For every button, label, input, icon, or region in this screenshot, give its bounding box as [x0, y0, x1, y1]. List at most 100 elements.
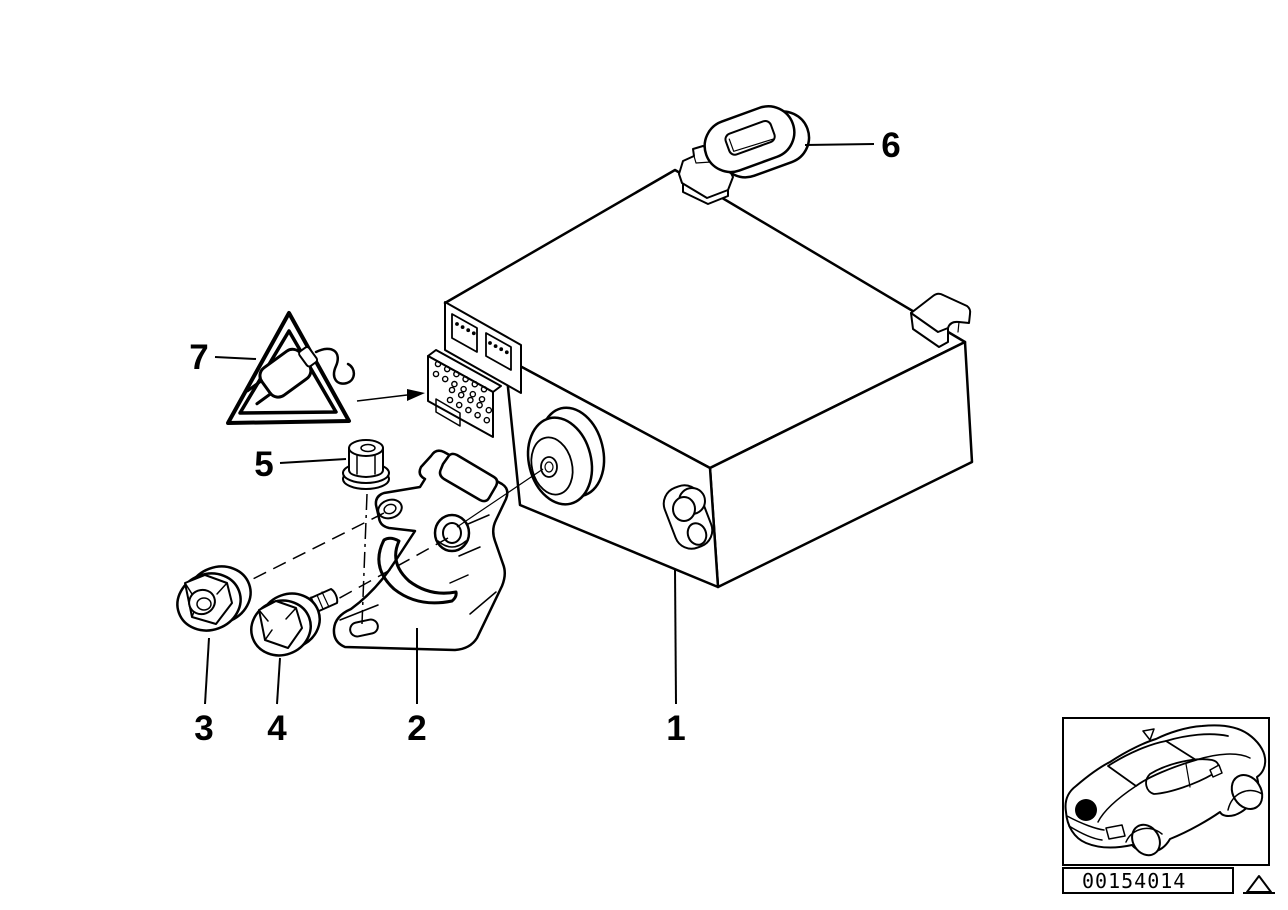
leader-5: [279, 458, 347, 464]
line-art-detail: [460, 385, 467, 393]
line-art-detail: [1165, 733, 1229, 742]
line-art-detail: [407, 389, 425, 401]
callout-4[interactable]: 4: [267, 709, 287, 748]
line-art-detail: [433, 513, 471, 553]
line-art-detail: [360, 443, 376, 453]
bracket-outline: [332, 449, 509, 652]
callout-1[interactable]: 1: [666, 709, 685, 748]
line-art-detail: [480, 385, 488, 393]
line-art-detail: [728, 138, 774, 152]
line-art-detail: [453, 370, 460, 378]
line-art-detail: [448, 386, 456, 394]
line-art-detail: [1125, 789, 1263, 843]
bracket-collar: [433, 513, 471, 553]
leader-4: [276, 657, 281, 705]
line-art-detail: [383, 503, 397, 515]
line-art-detail: [474, 411, 481, 419]
line-art-detail: [476, 401, 483, 409]
collar-nut-axis-line: [361, 493, 368, 625]
connector-sockets: [444, 301, 522, 394]
image-id-text: 00154014: [1082, 869, 1186, 893]
line-art-detail: [455, 401, 463, 409]
callout-2[interactable]: 2: [407, 709, 426, 748]
leader-3: [204, 637, 210, 705]
line-art-detail: [504, 350, 509, 355]
line-art-detail: [499, 347, 504, 352]
plug-icon: [246, 346, 356, 406]
line-art-detail: [1246, 875, 1272, 893]
line-art-detail: [462, 375, 469, 383]
line-art-detail: [485, 406, 493, 414]
mount-bushing: [526, 406, 606, 506]
line-art-detail: [471, 331, 476, 336]
line-art-detail: [1066, 815, 1105, 841]
bracket-strap-hole: [438, 452, 499, 503]
line-art-detail: [442, 522, 462, 544]
line-art-detail: [662, 484, 714, 550]
line-art-detail: [467, 396, 474, 404]
nut-axis-line: [232, 512, 385, 590]
line-art-detail: [693, 155, 712, 164]
bracket-swoosh: [377, 536, 458, 605]
connector-slot: [435, 398, 461, 427]
callout-labels: 1 2 3 4 5 6 7: [189, 126, 900, 748]
assembly-axis-lines: [232, 468, 544, 625]
mounting-tab-right: [910, 292, 972, 348]
line-art-detail: [1062, 717, 1270, 866]
line-art-detail: [1107, 740, 1197, 787]
flange-nut: [176, 565, 252, 632]
line-art-detail: [478, 395, 486, 403]
line-art-detail: [672, 496, 696, 522]
line-art-detail: [544, 461, 554, 473]
location-dot: [1075, 799, 1097, 821]
line-art-detail: [451, 380, 458, 388]
line-art-detail: [441, 375, 449, 383]
line-art-detail: [1209, 764, 1223, 778]
line-art-detail: [258, 607, 297, 641]
line-art-detail: [1142, 728, 1155, 741]
line-art-detail: [947, 321, 960, 343]
arrow-right-icon: [356, 389, 425, 402]
line-art-detail: [1230, 774, 1264, 810]
video-module: [427, 145, 974, 589]
callout-7[interactable]: 7: [189, 338, 208, 377]
socket-opening-2: [485, 332, 512, 371]
line-art-detail: [466, 328, 471, 333]
image-id-box: 00154014: [1062, 867, 1234, 894]
line-art-detail: [460, 325, 465, 329]
leader-7: [214, 356, 257, 360]
callout-3[interactable]: 3: [194, 709, 213, 748]
line-art-detail: [432, 370, 440, 378]
line-art-detail: [356, 394, 408, 402]
callout-6[interactable]: 6: [881, 126, 900, 165]
line-art-detail: [471, 380, 479, 388]
line-art-detail: [226, 311, 351, 425]
line-art-detail: [348, 439, 384, 457]
line-art-detail: [724, 120, 776, 156]
car-thumbnail-box: [1062, 717, 1270, 866]
collar-nut: [342, 439, 390, 490]
car-drawing: [1064, 724, 1267, 857]
socket-pins: [455, 322, 509, 355]
callout-5[interactable]: 5: [254, 445, 273, 484]
line-art-detail: [443, 365, 451, 373]
av-connectors: [662, 484, 714, 550]
line-art-detail: [1105, 824, 1126, 840]
line-art-detail: [493, 344, 498, 348]
line-art-detail: [314, 347, 356, 385]
pin-grid: [432, 360, 493, 424]
line-art-detail: [446, 396, 454, 404]
leader-6: [804, 143, 875, 146]
line-art-detail: [465, 406, 472, 414]
line-art-detail: [483, 416, 491, 424]
line-art-detail: [1185, 763, 1191, 788]
line-art-detail: [298, 346, 319, 368]
line-art-detail: [540, 456, 558, 478]
connector-block: [427, 349, 502, 438]
warning-triangle-icon: [226, 311, 356, 425]
grommet: [703, 105, 811, 179]
line-art-detail: [246, 379, 273, 406]
line-art-detail: [196, 597, 212, 611]
